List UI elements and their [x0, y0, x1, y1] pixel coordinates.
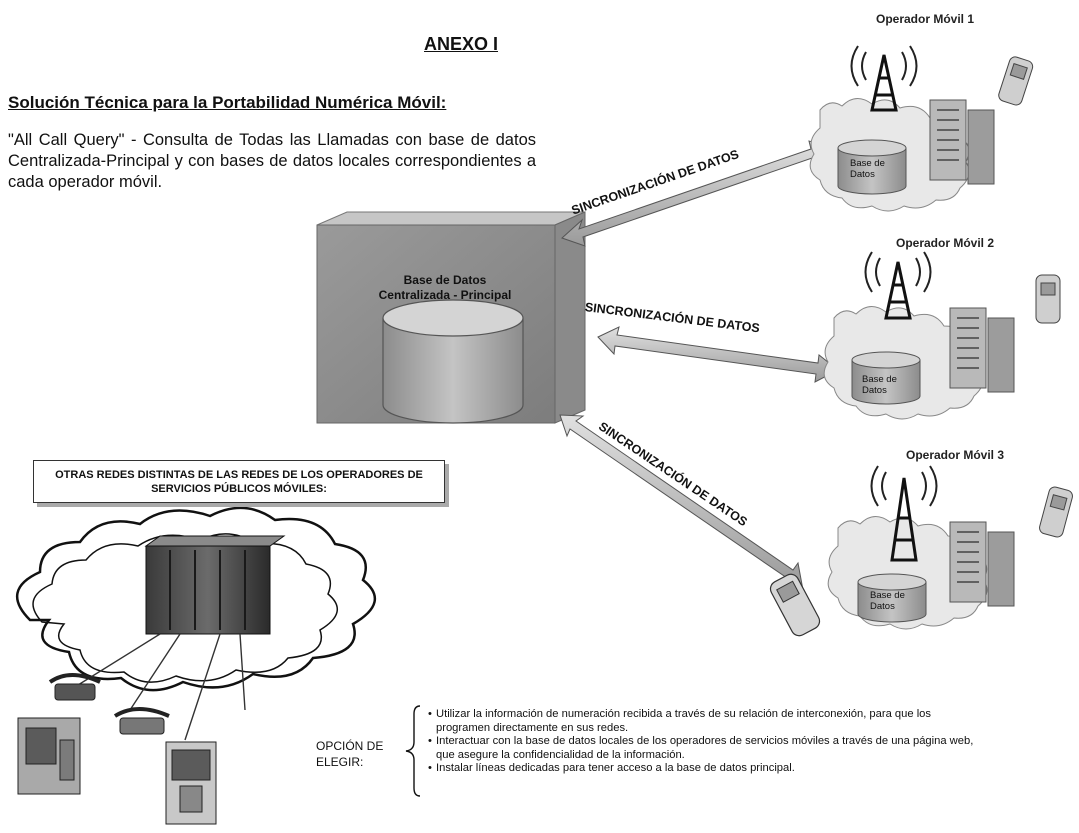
- option-label: OPCIÓN DE ELEGIR:: [316, 738, 383, 770]
- operator-3-db-line1: Base de: [870, 590, 905, 601]
- option-item-1: Utilizar la información de numeración re…: [428, 708, 988, 735]
- options-brace: [405, 705, 421, 797]
- options-list: Utilizar la información de numeración re…: [428, 708, 988, 776]
- intro-paragraph: "All Call Query" - Consulta de Todas las…: [8, 131, 536, 191]
- operator-2-db-label: Base de Datos: [862, 374, 897, 396]
- operator-1-label: Operador Móvil 1: [876, 12, 975, 26]
- central-db-line2: Centralizada - Principal: [378, 288, 512, 302]
- operator-2-label: Operador Móvil 2: [896, 236, 995, 250]
- central-db-label: Base de Datos Centralizada - Principal: [350, 273, 540, 303]
- central-database: [316, 211, 586, 424]
- option-item-3: Instalar líneas dedicadas para tener acc…: [428, 762, 988, 776]
- operator-1-graphic: [809, 45, 1034, 212]
- other-networks-box: OTRAS REDES DISTINTAS DE LAS REDES DE LO…: [33, 460, 445, 503]
- option-label-line2: ELEGIR:: [316, 755, 364, 769]
- operator-3-db-label: Base de Datos: [870, 590, 905, 612]
- phone-icons: [17, 673, 217, 825]
- mobile-phone-icon: [769, 573, 821, 637]
- central-db-line1: Base de Datos: [403, 273, 487, 287]
- option-label-line1: OPCIÓN DE: [316, 739, 384, 753]
- operator-3-db-line2: Datos: [870, 601, 895, 612]
- network-cloud: [15, 506, 377, 741]
- operator-2-graphic: [823, 251, 1061, 420]
- operator-1-db-line2: Datos: [850, 169, 875, 180]
- option-item-2: Interactuar con la base de datos locales…: [428, 735, 988, 762]
- operator-3-label: Operador Móvil 3: [906, 448, 1005, 462]
- operator-2-db-line1: Base de: [862, 374, 897, 385]
- sync-arrow-3: [559, 414, 804, 591]
- operator-1-db-line1: Base de: [850, 158, 885, 169]
- page-title: ANEXO I: [424, 34, 499, 54]
- sync-arrow-2: [597, 326, 839, 383]
- operator-2-db-line2: Datos: [862, 385, 887, 396]
- operator-3-graphic: [827, 465, 1073, 630]
- page-subtitle: Solución Técnica para la Portabilidad Nu…: [8, 93, 447, 112]
- operator-1-db-label: Base de Datos: [850, 158, 885, 180]
